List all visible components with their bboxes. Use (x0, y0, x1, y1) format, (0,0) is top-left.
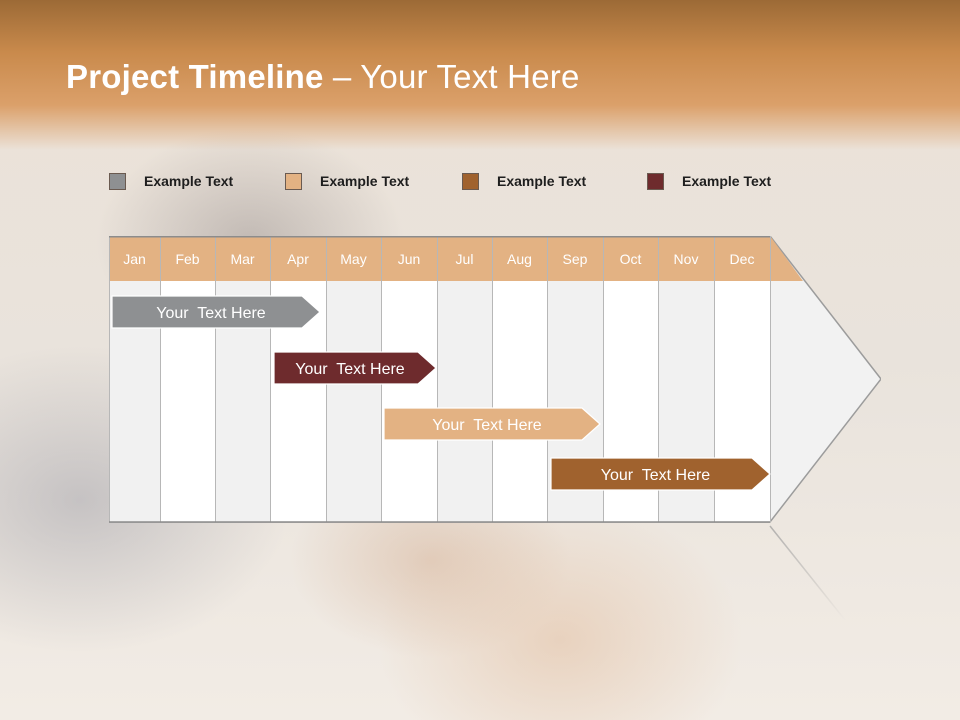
month-header-cell (381, 236, 437, 281)
legend-item-1: Example Text (109, 170, 233, 192)
legend-label-2: Example Text (320, 173, 410, 189)
month-header-cell (270, 236, 326, 281)
title-bold: Project Timeline (66, 58, 324, 95)
task-bar-shape (111, 295, 321, 329)
task-bar-label: Your Text Here (432, 417, 542, 434)
task-bar-shape (273, 351, 437, 385)
month-header-cell (714, 236, 770, 281)
title-rest: – Your Text Here (323, 58, 580, 95)
task-bar-shape (383, 407, 601, 441)
month-column (326, 281, 381, 522)
month-label: Mar (230, 251, 254, 267)
month-label: Nov (674, 251, 699, 267)
task-bar-shape (550, 457, 771, 491)
task-bar-2[interactable]: Your Text Here (273, 351, 437, 385)
month-label: Feb (175, 251, 199, 267)
legend-swatch-1 (109, 172, 126, 190)
task-bar-3[interactable]: Your Text Here (383, 407, 601, 441)
month-header-cell (547, 236, 603, 281)
header-arrow-cap (770, 236, 803, 281)
month-label: Jun (398, 251, 421, 267)
month-label: Dec (730, 251, 755, 267)
month-header-cell (215, 236, 270, 281)
month-label: Apr (287, 251, 309, 267)
slide-title: Project Timeline – Your Text Here (66, 58, 580, 96)
legend-item-2: Example Text (285, 170, 409, 192)
legend-label-1: Example Text (144, 173, 234, 189)
legend-label-3: Example Text (497, 173, 587, 189)
month-header-cell (492, 236, 547, 281)
legend-swatch-4 (647, 172, 664, 190)
month-column (381, 281, 437, 522)
header-band (0, 0, 960, 150)
month-header-cell (109, 236, 160, 281)
month-label: Oct (620, 251, 642, 267)
legend-swatch-3 (462, 172, 479, 190)
task-bar-1[interactable]: Your Text Here (111, 295, 321, 329)
task-bar-label: Your Text Here (601, 467, 711, 484)
month-label: Jul (456, 251, 474, 267)
month-header-cell (160, 236, 215, 281)
month-column (437, 281, 492, 522)
month-header-cell (603, 236, 658, 281)
month-header-cell (658, 236, 714, 281)
month-column (492, 281, 547, 522)
month-label: Aug (507, 251, 532, 267)
month-label: Sep (563, 251, 588, 267)
legend-item-4: Example Text (647, 170, 771, 192)
task-bar-label: Your Text Here (156, 305, 266, 322)
legend-label-4: Example Text (682, 173, 772, 189)
month-label: May (340, 251, 366, 267)
legend-swatch-2 (285, 172, 302, 190)
task-bar-label: Your Text Here (295, 361, 405, 378)
legend-item-3: Example Text (462, 170, 586, 192)
task-bar-4[interactable]: Your Text Here (550, 457, 771, 491)
timeline-svg: Jan Feb Mar Apr May Jun Jul Aug Sep Oct Nov DecYour… (109, 236, 881, 523)
month-header-cell (437, 236, 492, 281)
month-header-cell (326, 236, 381, 281)
month-label: Jan (123, 251, 146, 267)
